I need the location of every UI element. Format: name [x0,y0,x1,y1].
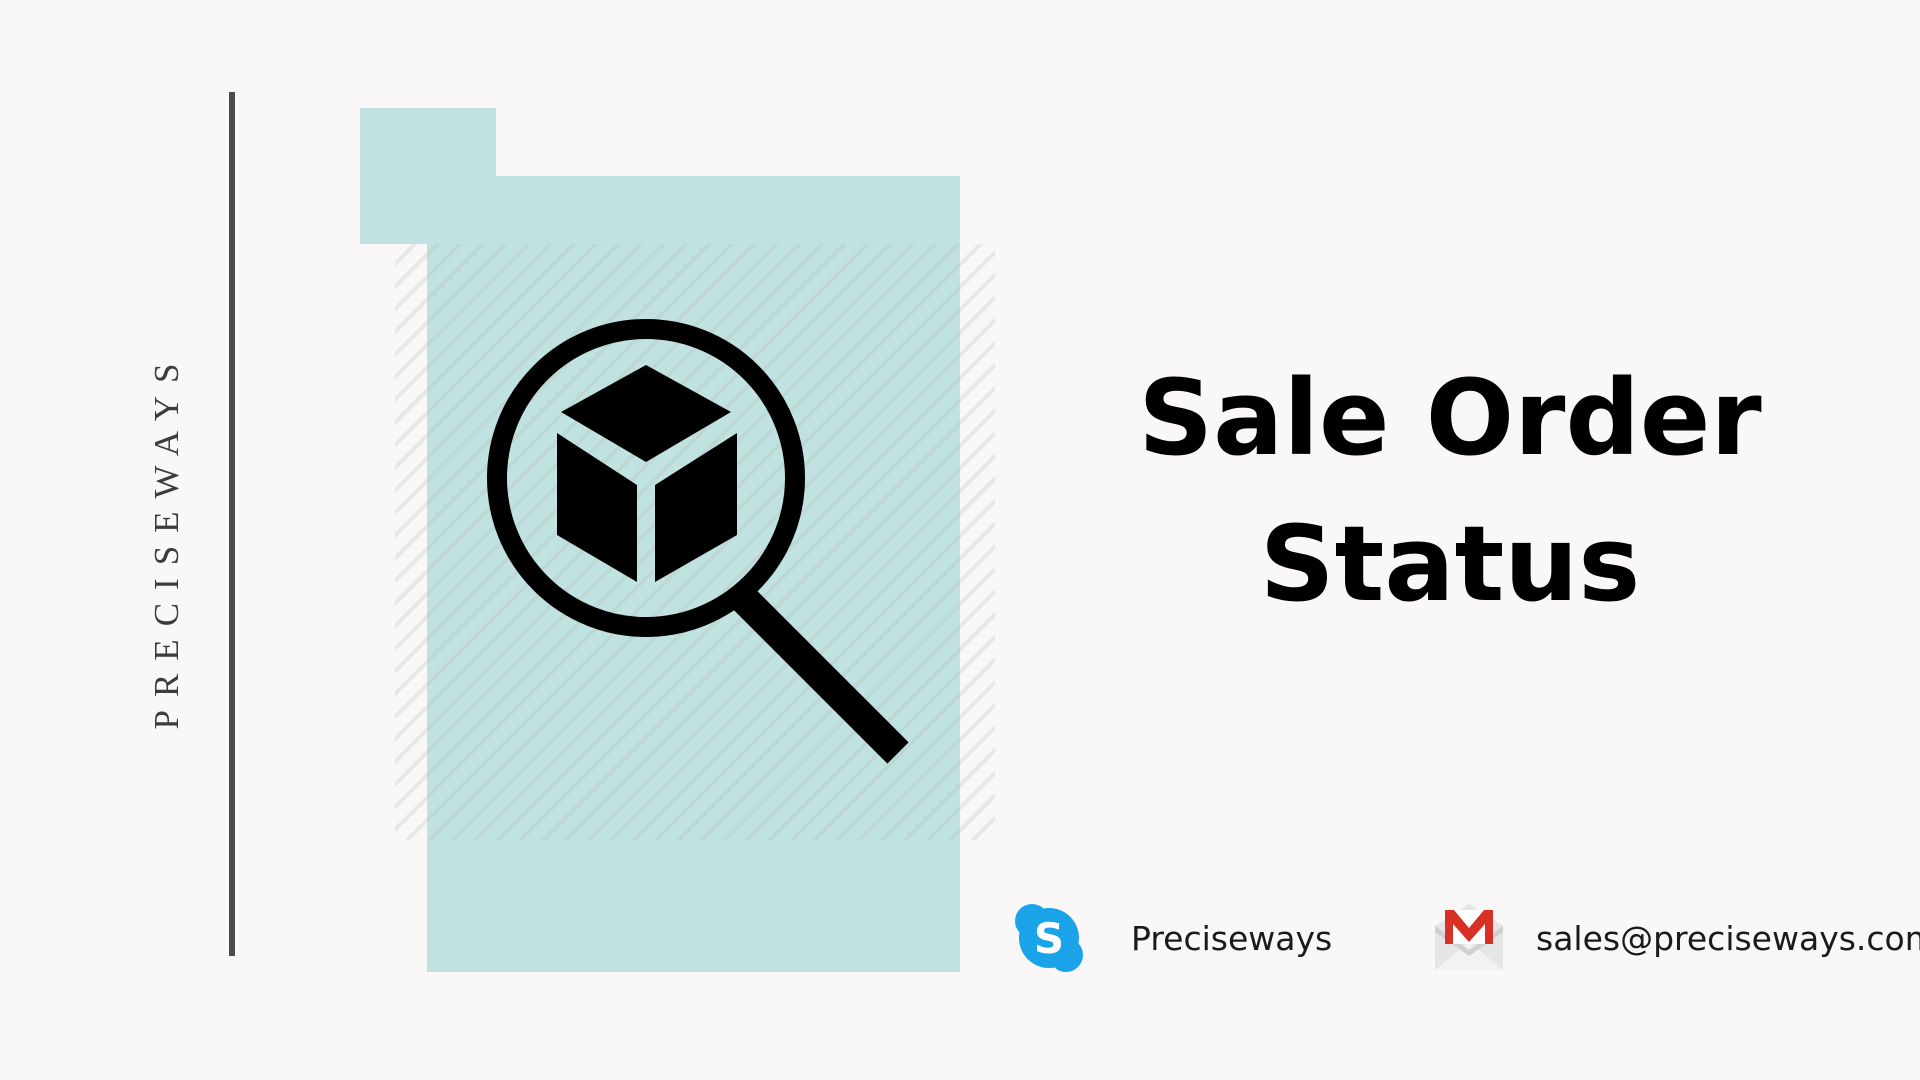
gmail-icon [1435,904,1503,970]
email-contact[interactable]: sales@preciseways.com [1433,900,1920,976]
page-title: Sale Order Status [1080,345,1820,637]
skype-label: Preciseways [1131,918,1333,958]
hero-illustration [360,108,995,972]
title-line-2: Status [1259,503,1641,625]
email-label: sales@preciseways.com [1536,918,1920,958]
skype-contact[interactable]: S Preciseways [1013,900,1332,976]
svg-text:S: S [1034,914,1064,963]
title-line-1: Sale Order [1138,357,1762,479]
skype-icon: S [1015,904,1083,972]
vertical-divider [229,92,235,956]
magnifier-package-icon [487,319,909,764]
